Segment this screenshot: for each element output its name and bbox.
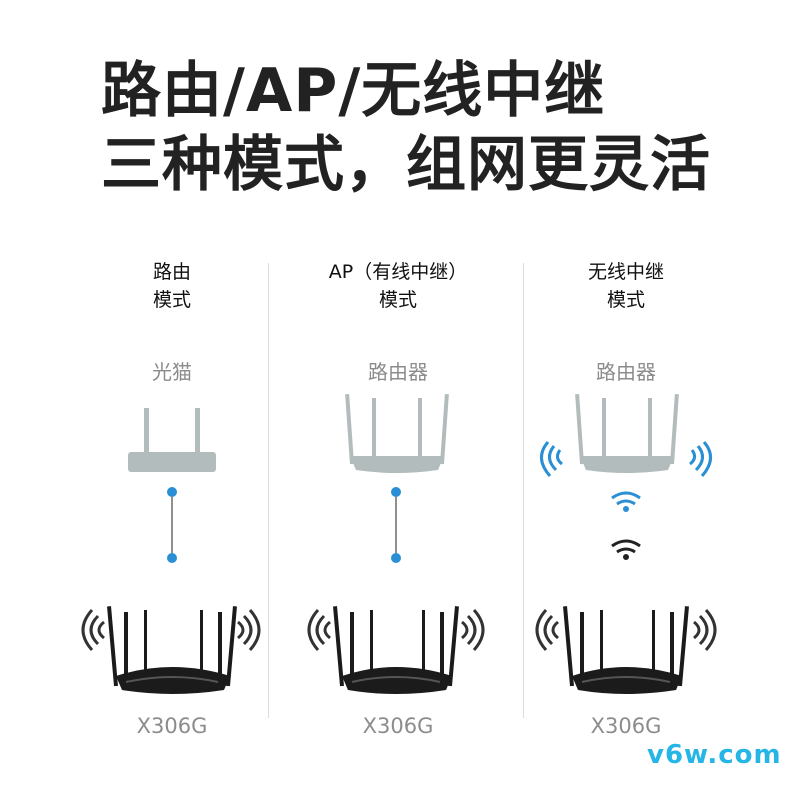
mode-title: 路由 模式 bbox=[42, 258, 302, 314]
upstream-device-label: 光猫 bbox=[152, 360, 192, 384]
model-label: X306G bbox=[136, 714, 208, 738]
mode-title-line1: 路由 bbox=[152, 261, 191, 283]
wifi-signal-icon bbox=[535, 608, 717, 652]
watermark: v6w.com bbox=[647, 740, 782, 770]
wifi-signal-icon bbox=[307, 608, 485, 652]
router-icon bbox=[107, 606, 237, 694]
ap-mode-column: AP（有线中继） 模式 路由器 bbox=[268, 258, 528, 758]
headline-line2: 三种模式，组网更灵活 bbox=[101, 130, 711, 200]
wifi-signal-icon bbox=[81, 608, 261, 652]
mode-title-line2: 模式 bbox=[606, 289, 645, 311]
wired-connection-icon bbox=[167, 487, 177, 563]
wireless-repeater-mode-column: 无线中继 模式 路由器 bbox=[496, 258, 756, 758]
mode-title: AP（有线中继） 模式 bbox=[268, 258, 528, 314]
mode-title-line1: 无线中继 bbox=[587, 261, 664, 283]
column-divider bbox=[268, 263, 269, 718]
wireless-repeater-diagram bbox=[535, 394, 717, 694]
mode-title-line2: 模式 bbox=[152, 289, 191, 311]
mode-title: 无线中继 模式 bbox=[496, 258, 756, 314]
router-icon bbox=[563, 606, 689, 694]
mode-title-line2: 模式 bbox=[378, 289, 417, 311]
wifi-signal-icon bbox=[611, 539, 641, 560]
router-icon bbox=[333, 606, 459, 694]
model-label: X306G bbox=[590, 714, 662, 738]
router-icon bbox=[575, 394, 679, 473]
modem-icon bbox=[128, 408, 216, 472]
router-mode-column: 路由 模式 光猫 X3 bbox=[42, 258, 302, 758]
upstream-device-label: 路由器 bbox=[368, 360, 428, 384]
column-divider bbox=[523, 263, 524, 718]
headline-line1: 路由/AP/无线中继 bbox=[101, 56, 606, 126]
wifi-signal-icon bbox=[611, 491, 641, 512]
router-mode-diagram bbox=[81, 408, 261, 694]
wired-connection-icon bbox=[391, 487, 401, 563]
page-headline: 路由/AP/无线中继 三种模式，组网更灵活 bbox=[101, 54, 711, 202]
upstream-device-label: 路由器 bbox=[596, 360, 656, 384]
wifi-signal-icon bbox=[540, 441, 712, 477]
ap-mode-diagram bbox=[307, 394, 485, 694]
model-label: X306G bbox=[362, 714, 434, 738]
mode-title-line1: AP（有线中继） bbox=[328, 261, 468, 283]
router-icon bbox=[345, 394, 449, 473]
